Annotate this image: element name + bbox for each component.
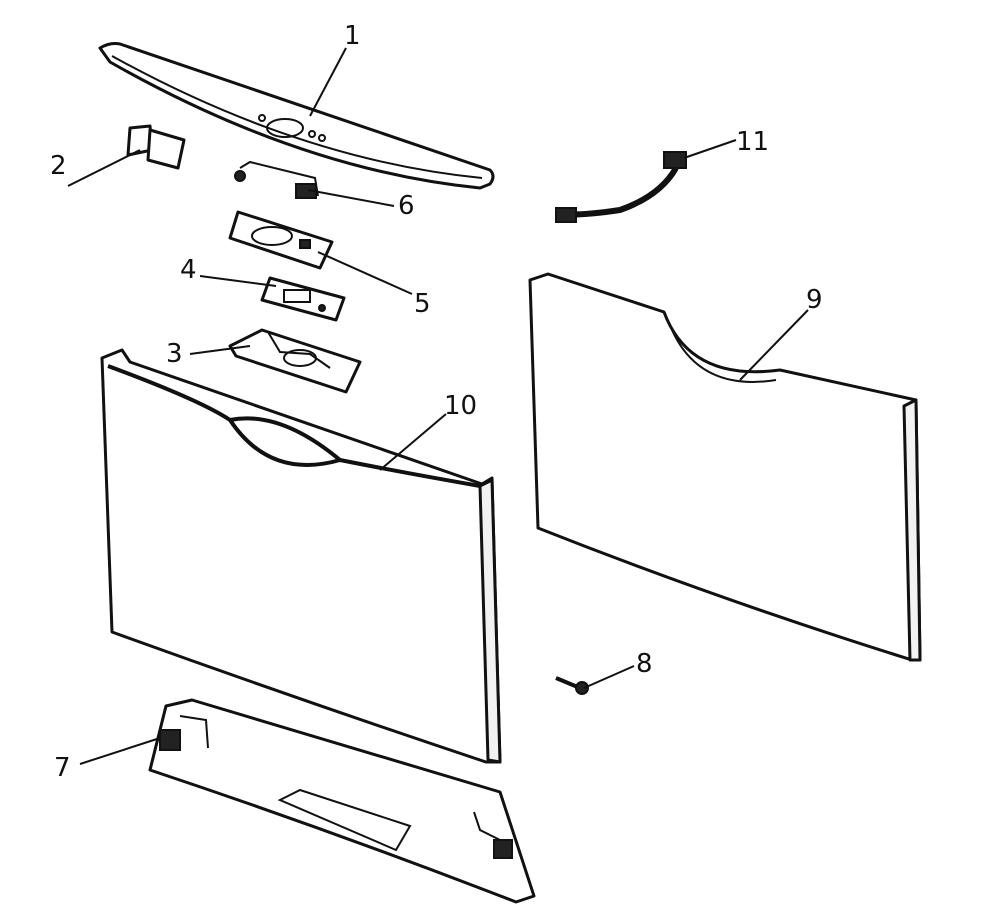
leader-lines [67,47,809,765]
part-7-kick-plate [148,698,536,904]
callout-5: 5 [414,289,431,319]
leader-10 [379,413,447,471]
callout-7: 7 [54,753,71,783]
callout-2: 2 [50,151,67,181]
callout-11: 11 [736,127,769,157]
part-3-latch-assembly [228,328,362,394]
part-4-switch-module [260,276,346,322]
callout-labels: 1 2 3 4 5 6 7 8 9 10 11 [50,21,823,783]
part-2-button-pair [126,124,186,170]
part-10-outer-door-panel [100,348,502,764]
part-8-screw [555,676,589,695]
leader-11 [683,139,737,159]
part-5-control-board [228,210,334,270]
callout-6: 6 [398,191,415,221]
callout-10: 10 [444,391,477,421]
leader-5 [317,251,413,295]
callout-3: 3 [166,339,183,369]
callout-1: 1 [344,21,361,51]
leader-4 [199,275,277,287]
part-6-bracket [234,160,319,199]
part-1-control-panel-trim [98,42,495,190]
leader-1 [309,47,347,117]
callout-4: 4 [180,255,197,285]
part-11-wire-harness [555,151,687,223]
callout-9: 9 [806,285,823,315]
leader-8 [583,665,635,689]
leader-6 [307,189,395,207]
leader-3 [189,345,251,355]
leader-9 [739,309,809,381]
leader-7 [79,737,161,765]
leader-2 [67,149,141,187]
part-9-inner-door-panel [528,272,922,662]
callout-8: 8 [636,649,653,679]
